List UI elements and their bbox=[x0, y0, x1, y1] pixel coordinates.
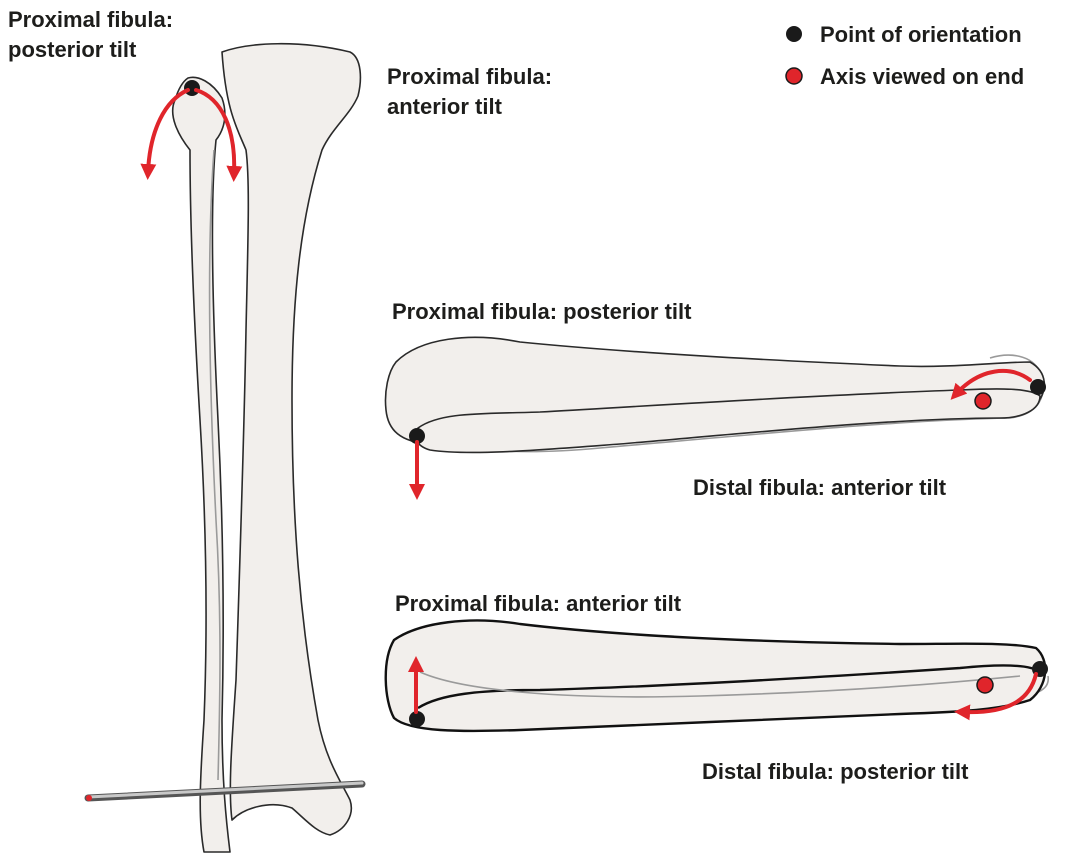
pin-tip bbox=[86, 795, 92, 801]
orientation-point bbox=[184, 80, 200, 96]
legend: Point of orientation Axis viewed on end bbox=[786, 22, 1024, 89]
legend-orientation-marker bbox=[786, 26, 802, 42]
axis-end-marker bbox=[975, 393, 991, 409]
label-proximal-posterior-1: Proximal fibula: bbox=[8, 7, 173, 32]
axis-end-marker bbox=[977, 677, 993, 693]
axial-view-posterior bbox=[385, 337, 1046, 492]
axial-view-anterior bbox=[386, 621, 1049, 731]
label-mid-proximal: Proximal fibula: posterior tilt bbox=[392, 299, 692, 324]
tibia-bone bbox=[222, 44, 360, 835]
label-bottom-proximal: Proximal fibula: anterior tilt bbox=[395, 591, 682, 616]
legend-axis-label: Axis viewed on end bbox=[820, 64, 1024, 89]
fibula-bone bbox=[173, 77, 230, 852]
legend-axis-marker bbox=[786, 68, 802, 84]
label-proximal-anterior-1: Proximal fibula: bbox=[387, 64, 552, 89]
label-proximal-anterior-2: anterior tilt bbox=[387, 94, 503, 119]
legend-orientation-label: Point of orientation bbox=[820, 22, 1022, 47]
orientation-point-distal bbox=[1030, 379, 1046, 395]
front-view bbox=[86, 44, 362, 852]
tibia-axial bbox=[386, 621, 1045, 731]
label-bottom-distal: Distal fibula: posterior tilt bbox=[702, 759, 969, 784]
label-mid-distal: Distal fibula: anterior tilt bbox=[693, 475, 947, 500]
label-proximal-posterior-2: posterior tilt bbox=[8, 37, 137, 62]
